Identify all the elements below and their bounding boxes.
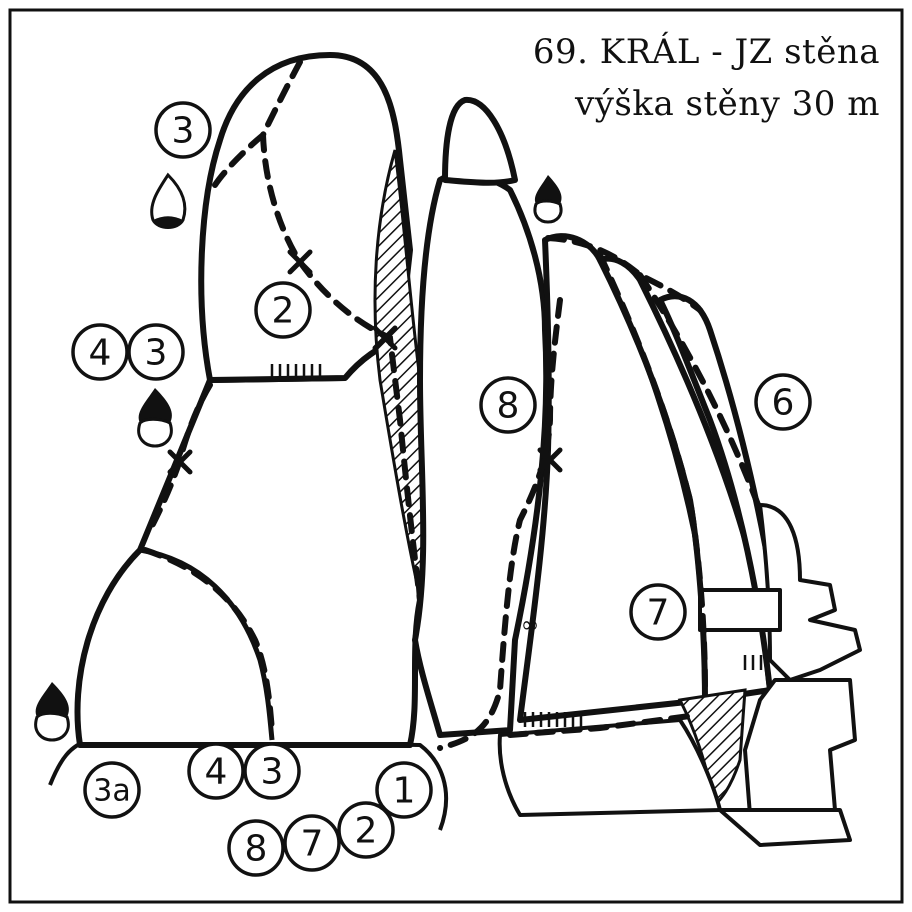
svg-text:3: 3 [172,111,195,152]
svg-text:2: 2 [272,291,295,332]
svg-text:3a: 3a [93,774,130,809]
svg-text:6: 6 [772,383,795,424]
route-label-6: 6 [756,375,810,429]
route-label-4-left: 4 [73,325,127,379]
rock-lower-left-block [78,340,421,745]
climbing-shoe-icon [152,175,185,228]
rock-spire-top [445,100,515,183]
wall-height-label: výška stěny 30 m [575,84,880,124]
diagram-title: 69. KRÁL - JZ stěna [533,32,880,72]
route-label-7-mid: 7 [631,585,685,639]
svg-text:8: 8 [245,829,268,870]
climbing-shoe-icon [535,175,562,222]
rock-boulder-c [745,680,855,815]
rock-base-right [500,720,720,815]
route-label-7-bottom: 7 [285,816,339,870]
svg-text:7: 7 [301,824,324,865]
route-label-2-bottom: 2 [339,803,393,857]
route-label-3-left: 3 [129,325,183,379]
rock-boulder-b [700,590,780,630]
climbing-shoe-icon [139,388,172,446]
route-label-4-bottom: 4 [189,744,243,798]
svg-text:4: 4 [205,752,228,793]
svg-text:2: 2 [355,811,378,852]
climbing-shoe-icon [36,682,69,740]
svg-text:1: 1 [393,771,416,812]
route-label-2: 2 [256,283,310,337]
svg-text:3: 3 [145,333,168,374]
svg-text:8: 8 [497,386,520,427]
route-label-8-bottom: 8 [229,821,283,875]
route-label-8-mid: 8 [481,378,535,432]
svg-text:4: 4 [89,333,112,374]
svg-text:7: 7 [647,593,670,634]
route-label-3-top: 3 [156,103,210,157]
rock-base-far-right [720,810,850,845]
route-label-3-bottom: 3 [245,744,299,798]
svg-text:3: 3 [261,752,284,793]
infinity-mark: ∞ [521,613,539,638]
route-label-3a: 3a [85,763,139,817]
